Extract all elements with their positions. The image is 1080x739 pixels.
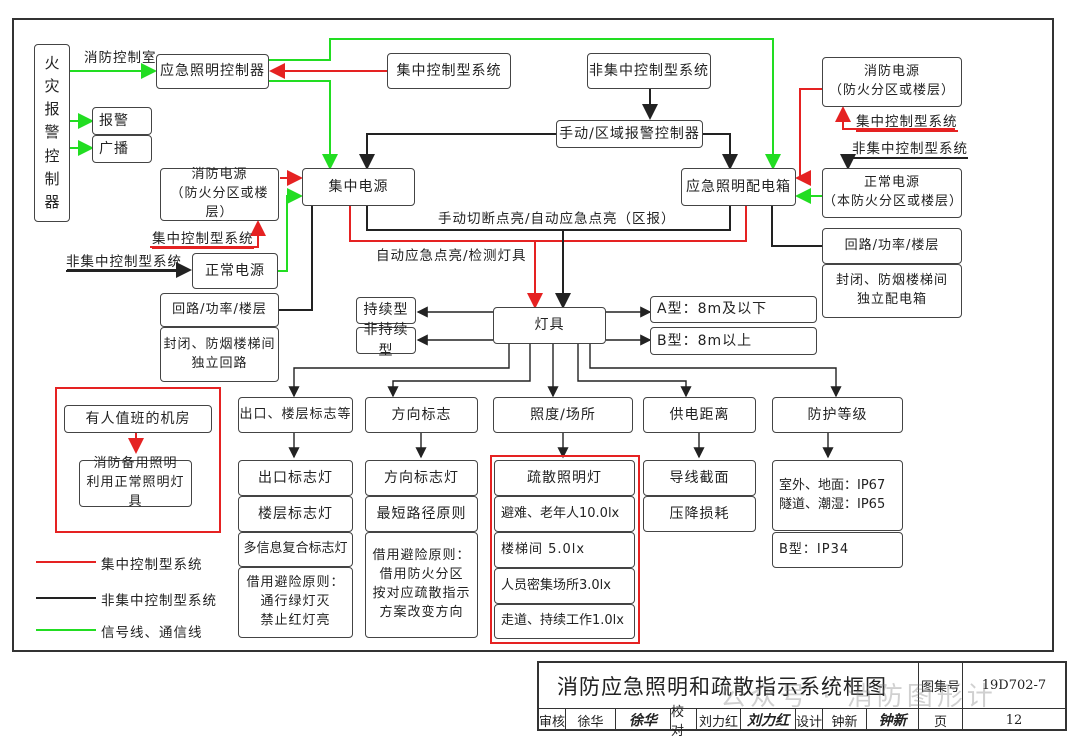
illuminance-crowded-place: 人员密集场所3.0lx bbox=[494, 568, 635, 604]
exit-borrow-rule: 借用避险原则： 通行绿灯灭 禁止红灯亮 bbox=[238, 567, 353, 638]
review-label: 审核 bbox=[539, 709, 566, 731]
centralized-system-box: 集中控制型系统 bbox=[387, 53, 511, 89]
design-label: 设计 bbox=[796, 709, 823, 731]
column-header-illuminance: 照度/场所 bbox=[493, 397, 633, 433]
manual-zone-alarm-controller: 手动/区域报警控制器 bbox=[556, 120, 703, 148]
designer-signature: 钟新 bbox=[867, 709, 919, 731]
illuminance-stairwell: 楼梯间 5.0lx bbox=[494, 532, 635, 568]
emergency-lighting-controller: 应急照明控制器 bbox=[156, 54, 269, 89]
legend-label-signal: 信号线、通信线 bbox=[101, 625, 203, 641]
voltage-drop-loss: 压降损耗 bbox=[643, 496, 756, 532]
reviewer-signature: 徐华 bbox=[616, 709, 671, 731]
wire-cross-section: 导线截面 bbox=[643, 460, 756, 496]
alarm-box: 报警 bbox=[92, 107, 152, 135]
protection-type-b: B型：IP34 bbox=[772, 532, 903, 568]
reviewer-name: 徐华 bbox=[566, 709, 616, 731]
fire-power-left: 消防电源 （防火分区或楼层） bbox=[160, 167, 279, 221]
column-header-protection: 防护等级 bbox=[772, 397, 903, 433]
fire-alarm-controller: 火 灾 报 警 控 制 器 bbox=[34, 44, 70, 222]
multi-info-sign-lamp: 多信息复合标志灯 bbox=[238, 532, 353, 567]
machine-room-frame bbox=[55, 387, 221, 533]
manual-cut-label: 手动切断点亮/自动应急点亮（区报） bbox=[438, 211, 676, 227]
legend-label-non-centralized: 非集中控制型系统 bbox=[101, 593, 217, 609]
protection-ip-ratings: 室外、地面：IP67 隧道、潮湿：IP65 bbox=[772, 460, 903, 531]
floor-sign-lamp: 楼层标志灯 bbox=[238, 496, 353, 532]
title-block: 消防应急照明和疏散指示系统框图 图集号 19D702-7 审核 徐华 徐华 校对… bbox=[537, 661, 1067, 739]
circuit-power-floor-right: 回路/功率/楼层 bbox=[822, 228, 962, 264]
right-centralized-label: 集中控制型系统 bbox=[856, 110, 958, 132]
atlas-number: 19D702-7 bbox=[963, 663, 1065, 709]
auto-emergency-label: 自动应急点亮/检测灯具 bbox=[376, 248, 527, 264]
circuit-power-floor-left: 回路/功率/楼层 bbox=[160, 293, 279, 327]
drawing-frame bbox=[12, 18, 1054, 652]
illuminance-refuge-elderly: 避难、老年人10.0lx bbox=[494, 496, 635, 532]
drawing-title: 消防应急照明和疏散指示系统框图 bbox=[539, 663, 919, 709]
column-header-exit: 出口、楼层标志等 bbox=[238, 397, 353, 433]
continuous-type-box: 持续型 bbox=[356, 297, 416, 324]
fire-control-room-label: 消防控制室 bbox=[84, 50, 157, 66]
direction-borrow-rule: 借用避险原则： 借用防火分区 按对应疏散指示 方案改变方向 bbox=[365, 532, 478, 638]
type-b-box: B型：8m以上 bbox=[650, 327, 817, 355]
check-label: 校对 bbox=[671, 705, 697, 739]
normal-power-right: 正常电源 （本防火分区或楼层） bbox=[822, 168, 962, 218]
machine-room-note: 消防备用照明 利用正常照明灯具 bbox=[79, 456, 192, 509]
left-non-centralized-label: 非集中控制型系统 bbox=[66, 250, 182, 272]
right-non-centralized-label: 非集中控制型系统 bbox=[852, 137, 968, 159]
illuminance-corridor: 走道、持续工作1.0lx bbox=[494, 604, 635, 639]
stair-independent-box-right: 封闭、防烟楼梯间 独立配电箱 bbox=[822, 264, 962, 318]
non-centralized-system-box: 非集中控制型系统 bbox=[587, 53, 711, 89]
fixture-box: 灯具 bbox=[493, 307, 606, 344]
non-continuous-type-box: 非持续型 bbox=[356, 322, 416, 359]
checker-name: 刘力红 bbox=[697, 709, 741, 731]
column-header-direction: 方向标志 bbox=[365, 397, 478, 433]
evacuation-lamp: 疏散照明灯 bbox=[494, 460, 635, 496]
emergency-distribution-box: 应急照明配电箱 bbox=[681, 168, 796, 206]
page-label: 页 bbox=[919, 709, 963, 731]
illuminance-highlight-frame bbox=[490, 455, 640, 644]
normal-power-left: 正常电源 bbox=[192, 253, 278, 289]
watermark: 公众号 · 消防图形计 bbox=[720, 682, 997, 712]
broadcast-box: 广播 bbox=[92, 135, 152, 163]
left-centralized-label: 集中控制型系统 bbox=[152, 227, 254, 249]
page-number: 12 bbox=[1005, 712, 1023, 728]
fire-power-right: 消防电源 （防火分区或楼层） bbox=[822, 57, 962, 107]
atlas-number-label: 图集号 bbox=[919, 663, 963, 709]
column-header-supply-distance: 供电距离 bbox=[643, 397, 756, 433]
designer-name: 钟新 bbox=[823, 709, 867, 731]
stair-independent-circuit-left: 封闭、防烟楼梯间 独立回路 bbox=[160, 327, 279, 382]
direction-sign-lamp: 方向标志灯 bbox=[365, 460, 478, 496]
exit-sign-lamp: 出口标志灯 bbox=[238, 460, 353, 496]
shortest-path-rule: 最短路径原则 bbox=[365, 496, 478, 532]
legend-label-centralized: 集中控制型系统 bbox=[101, 557, 203, 573]
checker-signature: 刘力红 bbox=[741, 709, 796, 731]
central-power-box: 集中电源 bbox=[302, 168, 415, 206]
type-a-box: A型：8m及以下 bbox=[650, 296, 817, 323]
machine-room-title: 有人值班的机房 bbox=[64, 405, 212, 433]
